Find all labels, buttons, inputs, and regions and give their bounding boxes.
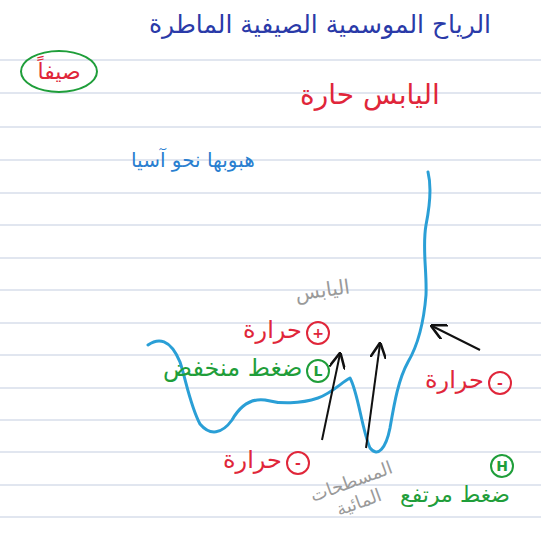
season-label: صيفاً [37,59,80,84]
plus-symbol: + [306,321,330,345]
pressure-label: ضغط مرتفع [400,482,510,508]
coastline [148,172,430,452]
land-hot-note: اليابس حارة [300,78,440,112]
heat-label: حرارة [223,446,282,475]
direction-note: هبوبها نحو آسيا [131,148,255,172]
minus-symbol: - [488,371,512,395]
page-title: الرياح الموسمية الصيفية الماطرة [110,10,530,40]
land-label: اليابس [294,274,352,305]
high-symbol: H [490,454,514,478]
heat-label: حرارة [425,366,484,395]
low-symbol: L [306,359,330,383]
heat-label: حرارة [243,316,302,345]
minus-symbol: - [286,451,310,475]
pressure-label: ضغط منخفض [163,354,303,383]
ruled-lines [0,60,541,517]
season-oval: صيفاً [20,50,98,93]
